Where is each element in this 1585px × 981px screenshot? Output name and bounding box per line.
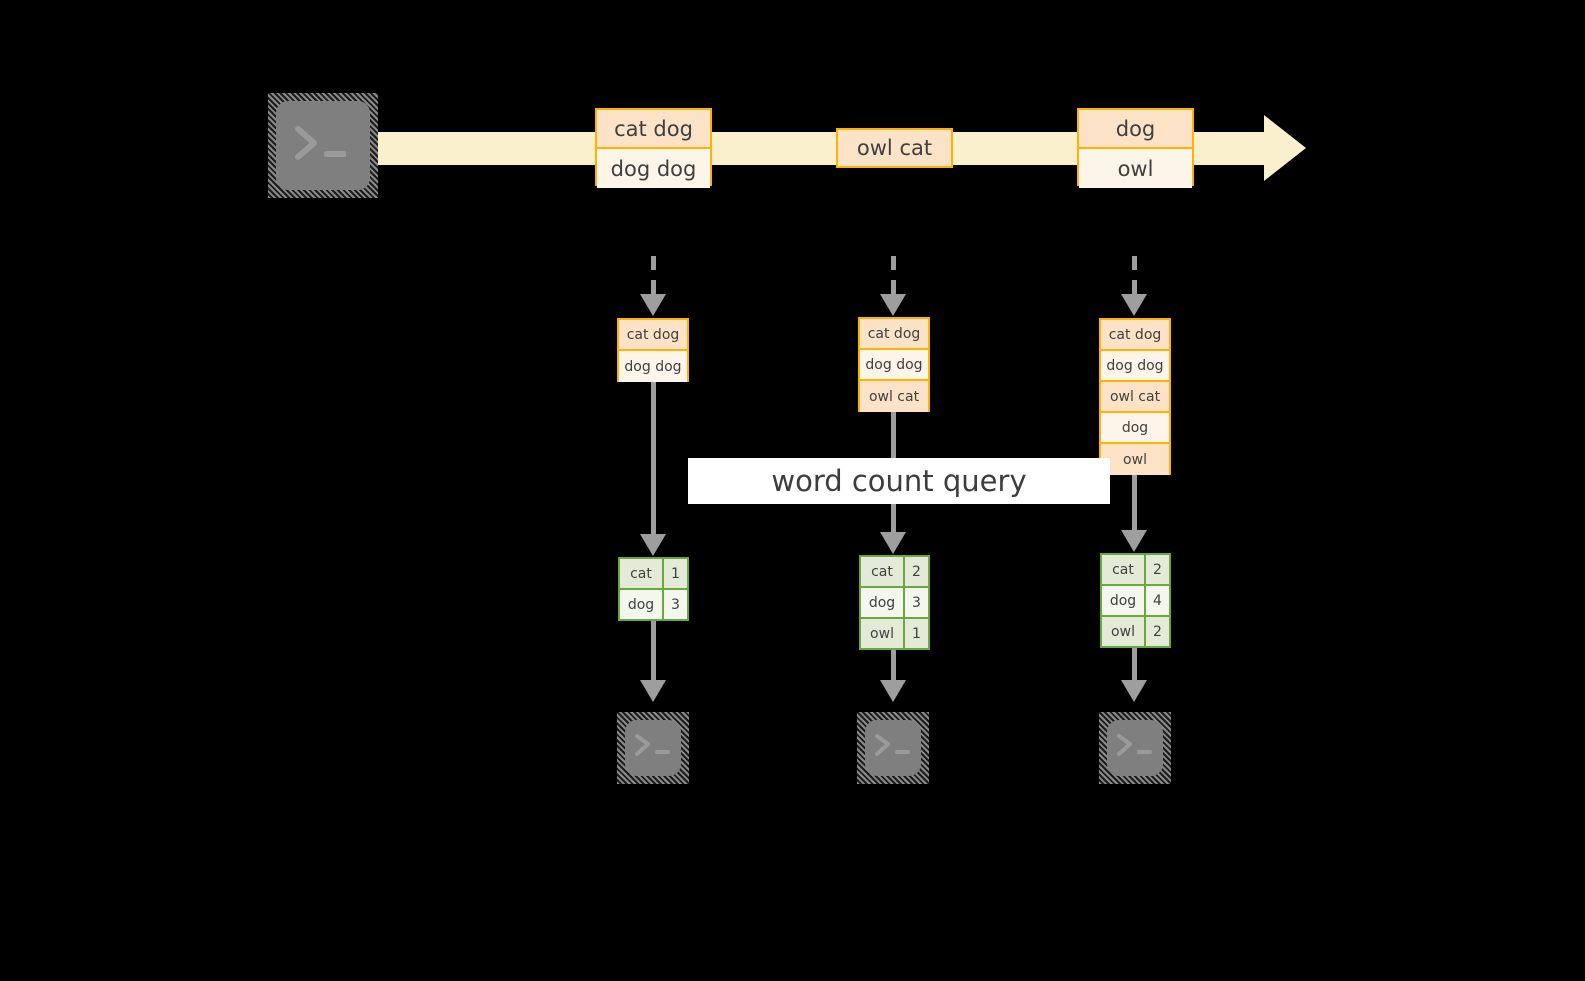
stream-line: dog — [1079, 110, 1192, 149]
snapshot-3-trigger-arrow-shaft — [1132, 256, 1137, 296]
terminal-body — [1107, 720, 1163, 776]
result-row: cat 2 — [861, 557, 928, 588]
snapshot-1-query-arrowhead — [640, 534, 666, 556]
snapshot-input-line: cat dog — [1101, 320, 1169, 351]
result-row: dog 3 — [861, 588, 928, 619]
snapshot-3-query-arrow-shaft — [1132, 475, 1137, 542]
result-count: 3 — [905, 588, 928, 617]
snapshot-1-sink-arrowhead — [640, 680, 666, 702]
result-word: dog — [620, 590, 664, 619]
result-word: dog — [861, 588, 905, 617]
snapshot-2-sink-arrow-shaft — [891, 650, 896, 683]
snapshot-1-input-box[interactable]: cat dog dog dog — [617, 318, 689, 382]
snapshot-input-line: cat dog — [860, 319, 928, 350]
stream-batch-3[interactable]: dog owl — [1077, 108, 1194, 188]
terminal-body — [276, 101, 370, 190]
snapshot-2-result-table[interactable]: cat 2 dog 3 owl 1 — [859, 555, 930, 650]
snapshot-input-line: dog dog — [619, 351, 687, 382]
snapshot-3-sink-terminal-icon[interactable] — [1099, 712, 1171, 784]
result-count: 2 — [905, 557, 928, 586]
snapshot-1-trigger-arrowhead — [640, 294, 666, 316]
snapshot-input-line: dog dog — [1101, 351, 1169, 382]
stream-arrowhead — [1264, 115, 1306, 181]
stream-line: dog dog — [597, 149, 710, 188]
snapshot-1-query-arrow-shaft — [651, 382, 656, 544]
result-word: cat — [1102, 555, 1146, 584]
result-word: owl — [1102, 617, 1146, 646]
query-label-text: word count query — [771, 464, 1027, 498]
snapshot-3-trigger-arrowhead — [1121, 294, 1147, 316]
result-count: 3 — [664, 590, 687, 619]
terminal-prompt-icon — [617, 712, 689, 784]
snapshot-1-trigger-arrow-shaft — [651, 256, 656, 296]
snapshot-3-result-table[interactable]: cat 2 dog 4 owl 2 — [1100, 553, 1171, 648]
result-word: owl — [861, 619, 905, 648]
snapshot-2-query-arrowhead — [880, 532, 906, 554]
snapshot-input-line: owl cat — [1101, 382, 1169, 413]
snapshot-input-line: dog dog — [860, 350, 928, 381]
snapshot-1-result-table[interactable]: cat 1 dog 3 — [618, 557, 689, 621]
terminal-body — [625, 720, 681, 776]
terminal-body — [865, 720, 921, 776]
snapshot-2-input-box[interactable]: cat dog dog dog owl cat — [858, 317, 930, 412]
snapshot-2-trigger-arrow-shaft — [891, 256, 896, 296]
result-count: 2 — [1146, 555, 1169, 584]
result-row: owl 2 — [1102, 617, 1169, 646]
result-count: 2 — [1146, 617, 1169, 646]
stream-batch-1[interactable]: cat dog dog dog — [595, 108, 712, 188]
result-row: dog 4 — [1102, 586, 1169, 617]
terminal-prompt-icon — [268, 93, 378, 198]
snapshot-1-sink-terminal-icon[interactable] — [617, 712, 689, 784]
stream-line: owl — [1079, 149, 1192, 188]
snapshot-input-line: owl cat — [860, 381, 928, 412]
snapshot-2-sink-terminal-icon[interactable] — [857, 712, 929, 784]
snapshot-2-trigger-arrowhead — [880, 294, 906, 316]
snapshot-1-sink-arrow-shaft — [651, 621, 656, 683]
snapshot-3-query-arrowhead — [1121, 530, 1147, 552]
result-count: 1 — [905, 619, 928, 648]
snapshot-input-line: dog — [1101, 413, 1169, 444]
snapshot-input-line: owl — [1101, 444, 1169, 475]
result-word: cat — [620, 559, 664, 588]
terminal-prompt-icon — [857, 712, 929, 784]
stream-batch-2[interactable]: owl cat — [836, 128, 953, 168]
snapshot-input-line: cat dog — [619, 320, 687, 351]
query-label-band: word count query — [688, 458, 1110, 504]
terminal-prompt-icon — [1099, 712, 1171, 784]
snapshot-3-sink-arrow-shaft — [1132, 648, 1137, 683]
result-row: cat 1 — [620, 559, 687, 590]
snapshot-3-sink-arrowhead — [1121, 680, 1147, 702]
source-terminal-icon[interactable] — [268, 93, 378, 198]
result-count: 1 — [664, 559, 687, 588]
snapshot-2-sink-arrowhead — [880, 680, 906, 702]
result-word: dog — [1102, 586, 1146, 615]
result-row: cat 2 — [1102, 555, 1169, 586]
result-row: owl 1 — [861, 619, 928, 648]
result-row: dog 3 — [620, 590, 687, 619]
result-word: cat — [861, 557, 905, 586]
stream-line: owl cat — [838, 130, 951, 166]
stream-line: cat dog — [597, 110, 710, 149]
snapshot-3-input-box[interactable]: cat dog dog dog owl cat dog owl — [1099, 318, 1171, 475]
result-count: 4 — [1146, 586, 1169, 615]
